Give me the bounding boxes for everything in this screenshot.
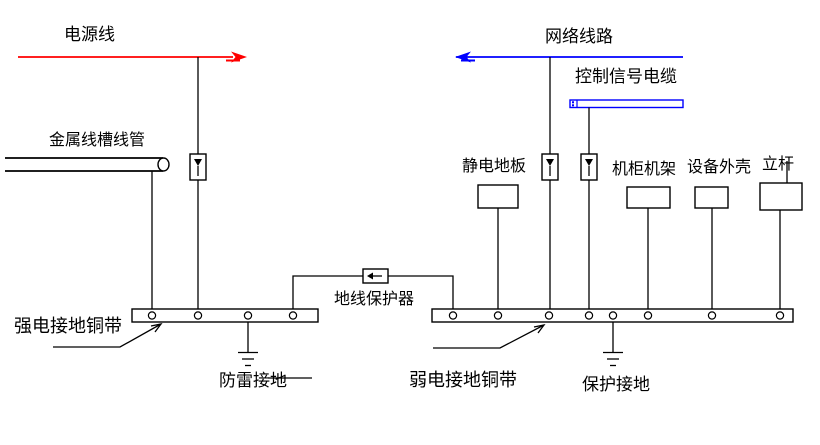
surge-arrester-arrow-icon (194, 159, 202, 166)
busbar-terminal (707, 311, 717, 320)
network-surge-arrester-group (541, 57, 559, 309)
busbar-terminal (448, 311, 458, 320)
strong-busbar-group (131, 308, 319, 323)
weak-busbar-leader (433, 324, 545, 349)
strong-busbar-leader-arrowhead-icon (150, 323, 163, 333)
ground-protector-label: 地线保护器 (334, 289, 415, 308)
interconnect-wire (292, 275, 363, 309)
equipment-shell-group (694, 186, 729, 309)
callout-leaders-group (53, 323, 546, 379)
weak-ground-strip-label: 弱电接地铜带 (409, 370, 517, 391)
busbar-terminal (193, 311, 203, 320)
weak-busbar-group (431, 308, 794, 323)
protective-earth-group (603, 322, 623, 367)
strong-ground-strip-label: 强电接地铜带 (14, 316, 122, 337)
ground-protector-group (292, 268, 454, 309)
strong-busbar-leader (53, 323, 162, 348)
power-surge-arrester-group (189, 57, 207, 309)
lightning-earth-group (238, 322, 258, 367)
static-floor-label: 静电地板 (462, 156, 527, 175)
busbar-terminal (608, 311, 618, 320)
control-cable-bar (569, 99, 684, 109)
surge-arrester-arrow-icon (546, 159, 554, 166)
busbar-terminal (147, 311, 157, 320)
metal-trunking-group (5, 157, 170, 309)
control-surge-arrester-group (580, 107, 598, 309)
metal-trunking-label: 金属线槽线管 (49, 130, 146, 149)
control-cable-label: 控制信号电缆 (575, 67, 677, 87)
cabinet-rack-block (626, 186, 671, 209)
pole-group (759, 161, 803, 309)
cabinet-rack-label: 机柜机架 (612, 159, 677, 178)
lightning-ground-label: 防雷接地 (219, 371, 287, 391)
trunking-end-cap (157, 157, 170, 172)
control-cable-endcap-dot (572, 104, 574, 107)
interconnect-wire (388, 275, 454, 309)
busbar-terminal (544, 311, 554, 320)
control-cable-group (569, 99, 684, 109)
busbar-terminal (288, 311, 298, 320)
power-line-group (18, 51, 247, 63)
busbar-terminal (243, 311, 253, 320)
network-line-group (455, 51, 683, 63)
control-cable-endcap-dot (572, 101, 574, 104)
static-floor-block (477, 184, 519, 209)
equipment-shell-block (694, 186, 729, 209)
pole-label: 立杆 (762, 154, 795, 173)
protective-ground-label: 保护接地 (582, 375, 650, 395)
pole-block (759, 182, 803, 211)
power-line-label: 电源线 (64, 25, 115, 45)
strong-busbar (131, 308, 319, 323)
equipment-shell-label: 设备外壳 (687, 157, 752, 176)
cabinet-rack-group (626, 186, 671, 309)
network-line-label: 网络线路 (545, 27, 613, 47)
busbar-terminal (493, 311, 503, 320)
busbar-terminal (643, 311, 653, 320)
weak-busbar-leader-arrowhead-icon (533, 324, 546, 334)
ground-protector-arrow-icon (367, 272, 373, 280)
busbar-terminal (775, 311, 785, 320)
surge-arrester-arrow-icon (585, 159, 593, 166)
static-floor-group (477, 184, 519, 309)
busbar-terminal (584, 311, 594, 320)
